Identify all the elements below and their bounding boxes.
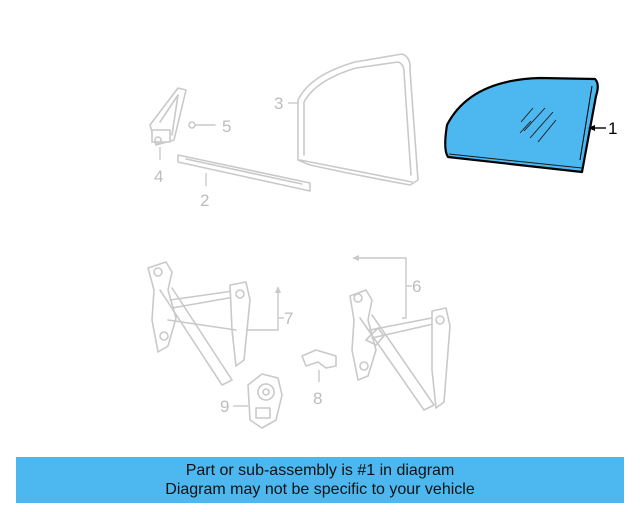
callout-8[interactable]: 8 xyxy=(313,370,322,408)
callout-1-arrow xyxy=(588,125,595,131)
callout-5[interactable]: 5 xyxy=(222,117,231,136)
part-3-door-frame[interactable] xyxy=(297,53,419,186)
part-4-corner-bracket[interactable] xyxy=(149,87,187,146)
callout-1[interactable]: 1 xyxy=(588,119,617,138)
callout-4[interactable]: 4 xyxy=(154,147,163,186)
callout-2-label: 2 xyxy=(200,191,209,210)
callout-2[interactable]: 2 xyxy=(200,173,209,210)
part-1-door-glass[interactable] xyxy=(444,76,599,174)
banner-line-1: Part or sub-assembly is #1 in diagram xyxy=(185,462,455,479)
parts-diagram: 1 3 4 5 2 xyxy=(147,53,617,429)
part-9-motor[interactable] xyxy=(247,373,283,429)
callout-8-label: 8 xyxy=(313,389,322,408)
callout-3[interactable]: 3 xyxy=(274,94,298,113)
banner-line-2: Diagram may not be specific to your vehi… xyxy=(165,481,475,498)
callout-9[interactable]: 9 xyxy=(220,397,248,416)
callout-5-label: 5 xyxy=(222,117,231,136)
part-6-regulator-assembly[interactable] xyxy=(349,289,451,411)
callout-6-label: 6 xyxy=(412,277,421,296)
part-5-screw[interactable] xyxy=(188,121,216,129)
part-8-clip[interactable] xyxy=(301,349,337,369)
info-banner: Part or sub-assembly is #1 in diagram Di… xyxy=(16,457,624,503)
callout-4-label: 4 xyxy=(154,167,163,186)
part-7-regulator[interactable] xyxy=(147,261,251,386)
callout-7[interactable]: 7 xyxy=(246,286,293,331)
callout-9-label: 9 xyxy=(220,397,229,416)
callout-7-label: 7 xyxy=(284,309,293,328)
callout-3-label: 3 xyxy=(274,94,283,113)
part-2-run-channel[interactable] xyxy=(177,154,311,192)
callout-1-label: 1 xyxy=(608,119,617,138)
callout-6[interactable]: 6 xyxy=(352,255,421,319)
